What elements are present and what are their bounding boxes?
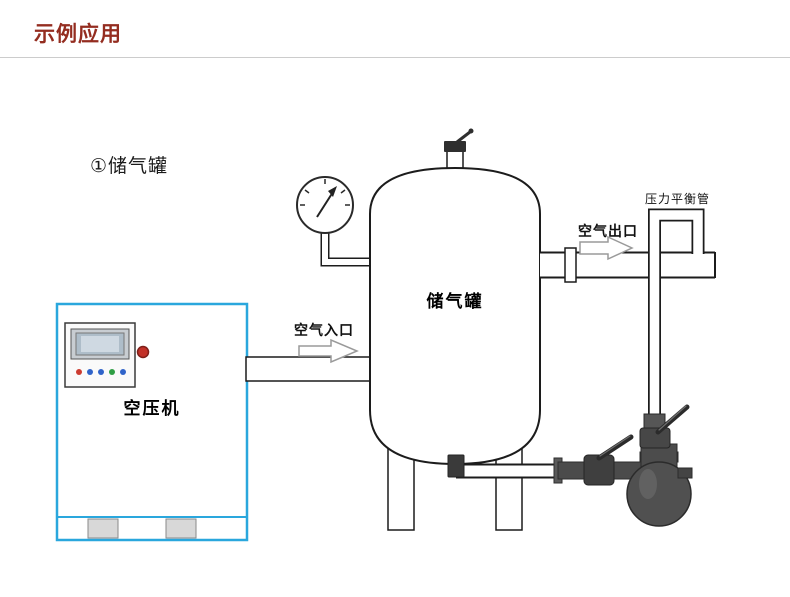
air-inlet-label: 空气入口 <box>294 323 354 339</box>
safety-valve-icon <box>444 128 474 152</box>
balance-pipe <box>648 208 705 418</box>
gauge-needle-tip <box>328 186 337 197</box>
inlet-pipe <box>245 356 375 382</box>
tank-bottom-fitting <box>447 454 465 478</box>
compressor-foot-right <box>165 518 197 539</box>
storage-tank <box>369 166 541 466</box>
air-outlet-label: 空气出口 <box>578 224 638 240</box>
outlet-pipe <box>540 247 716 283</box>
top-valve-body <box>639 427 671 449</box>
panel-button-green <box>109 369 115 375</box>
balance-pipe-label: 压力平衡管 <box>645 192 711 206</box>
panel-button-red <box>76 369 82 375</box>
drain-pipe <box>447 454 562 479</box>
top-valve-lever <box>655 404 690 435</box>
drain-valve-icon <box>553 404 693 527</box>
tank-label: 储气罐 <box>426 292 484 312</box>
gauge-needle <box>316 191 334 218</box>
emergency-stop-button <box>136 345 150 359</box>
section-label: ①储气罐 <box>90 155 169 177</box>
compressor-unit <box>55 302 249 542</box>
outlet-flow-arrow-right-icon <box>579 235 634 261</box>
outlet-flange <box>564 247 577 283</box>
panel-button-blue2 <box>98 369 104 375</box>
panel-button-blue1 <box>87 369 93 375</box>
pressure-gauge-icon <box>296 176 374 267</box>
panel-button-blue3 <box>120 369 126 375</box>
inlet-flow-arrow-right-icon <box>298 338 359 364</box>
control-panel <box>64 322 136 388</box>
page-title: 示例应用 <box>34 22 122 46</box>
header-divider <box>0 57 790 58</box>
ball-valve-lever <box>596 434 634 461</box>
gauge-pipe-fill <box>322 231 374 265</box>
compressor-foot-left <box>87 518 119 539</box>
gauge-pipe-outline <box>320 231 374 267</box>
compressor-label: 空压机 <box>123 399 181 419</box>
ball-valve-body <box>583 454 615 486</box>
panel-screen-glass <box>81 336 119 352</box>
